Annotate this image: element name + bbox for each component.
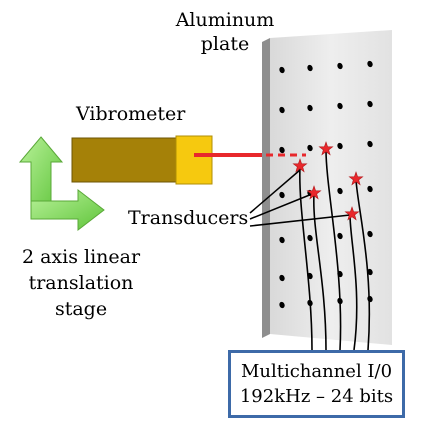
transducer-markers [292, 141, 364, 221]
stage-label: 2 axis linear translation stage [6, 244, 156, 322]
plate-hole [337, 187, 343, 195]
pointer-line-1 [249, 169, 301, 214]
io-label-line1: Multichannel I/0 [240, 361, 393, 382]
vibrometer-head [175, 135, 213, 185]
transducer-star-icon [344, 206, 360, 221]
plate-hole [367, 230, 373, 238]
plate-hole [337, 232, 343, 240]
plate-hole [279, 106, 285, 114]
transducer-star-icon [318, 141, 334, 156]
plate-label-line2: plate [200, 33, 250, 55]
stage-label-line1: 2 axis linear [21, 246, 141, 268]
plate-hole [337, 62, 343, 70]
cable-3 [325, 149, 342, 351]
transducer-star-icon [292, 158, 308, 173]
stage-label-line2: translation [28, 272, 134, 294]
cable-5 [355, 179, 371, 351]
transducer-star-icon [348, 171, 364, 186]
cable-2 [313, 193, 327, 351]
cable-4 [349, 214, 358, 351]
plate-edge [262, 38, 270, 338]
vibrometer-body [71, 137, 177, 183]
transducer-star-icon [306, 185, 322, 200]
plate-hole [307, 234, 313, 242]
pointer-line-2 [249, 193, 313, 220]
two-axis-arrows-icon [18, 136, 105, 232]
aluminum-plate-label: Aluminum plate [170, 8, 280, 56]
pointer-line-3 [249, 214, 351, 227]
aluminum-plate [262, 30, 392, 345]
plate-hole [307, 104, 313, 112]
transducer-pointer-lines [249, 169, 351, 227]
plate-label-line1: Aluminum [175, 9, 275, 31]
plate-hole [337, 142, 343, 150]
plate-hole [279, 191, 285, 199]
plate-hole [279, 146, 285, 154]
horizontal-arrow [30, 188, 105, 232]
plate-hole [279, 236, 285, 244]
plate-hole [367, 268, 373, 276]
plate-hole [367, 185, 373, 193]
cable-1 [299, 166, 313, 351]
plate-hole [367, 100, 373, 108]
plate-hole [279, 66, 285, 74]
plate-hole [367, 60, 373, 68]
stage-label-line3: stage [54, 298, 108, 320]
transducers-label: Transducers [128, 207, 249, 229]
plate-hole [279, 274, 285, 282]
io-label-line2: 192kHz – 24 bits [239, 386, 394, 407]
multichannel-io-box: Multichannel I/0 192kHz – 24 bits [228, 350, 405, 418]
plate-hole [279, 301, 285, 309]
plate-hole [367, 140, 373, 148]
vibrometer [71, 135, 213, 185]
vertical-arrow [18, 136, 64, 211]
plate-hole [307, 64, 313, 72]
transducer-cables [299, 149, 371, 351]
plate-hole [337, 102, 343, 110]
plate-hole [307, 144, 313, 152]
vibrometer-label: Vibrometer [76, 103, 186, 125]
plate-face [270, 30, 392, 345]
